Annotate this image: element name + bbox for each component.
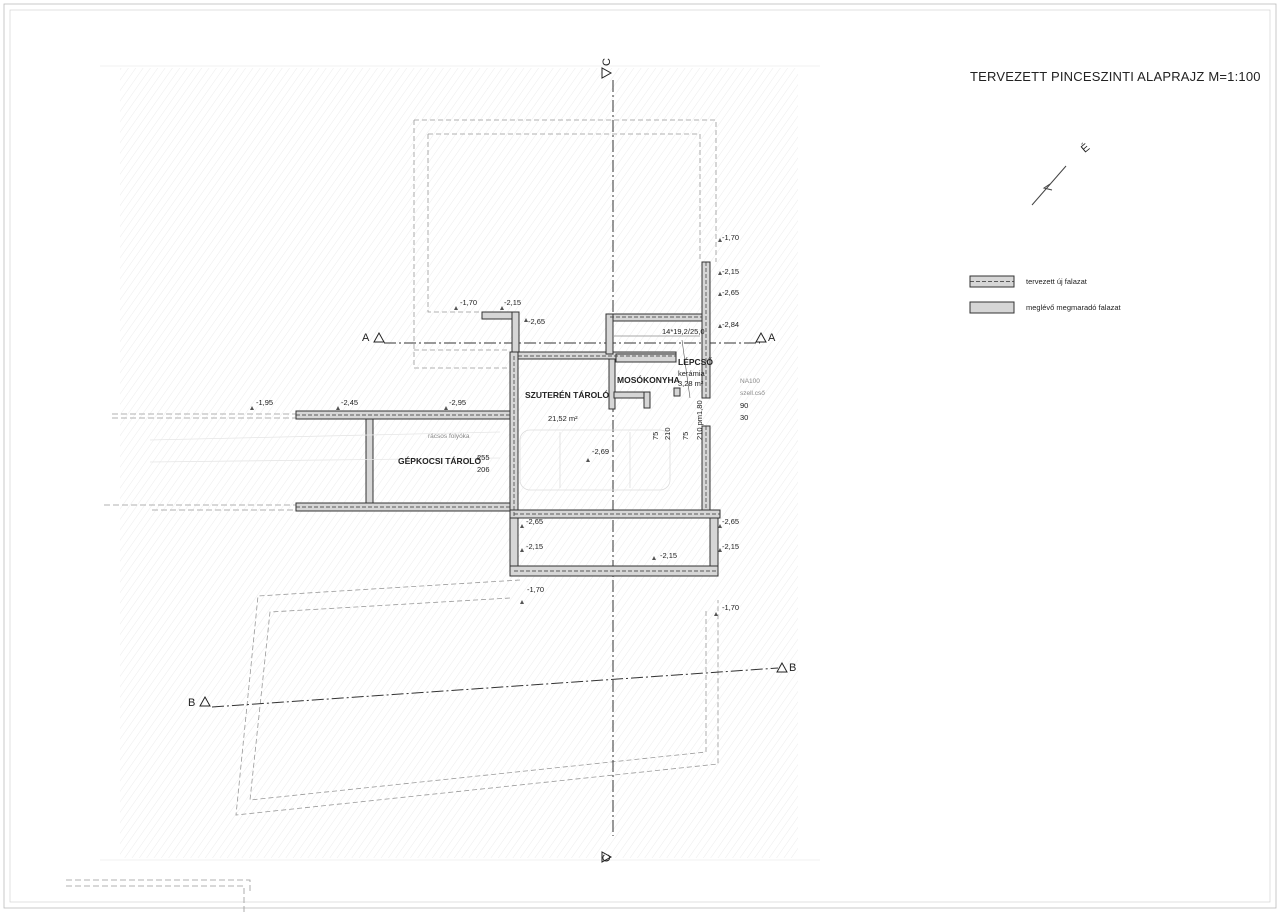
level-mark: -2,65 [722,517,739,526]
wall-upper-stub-vert [511,311,520,353]
drawing-title: TERVEZETT PINCESZINTI ALAPRAJZ M=1:100 [970,69,1261,84]
level-mark: -1,70 [722,603,739,612]
section-line-b [211,667,779,708]
level-mark: -2,65 [526,517,543,526]
stair-treads [614,335,700,399]
room-material-lepcso: kerámia [678,369,706,378]
level-mark: -2,15 [526,542,543,551]
wall-stair-stub [673,387,681,397]
level-mark: -1,70 [722,233,739,242]
wall-laundry-top [615,353,677,363]
vent-dim1: 90 [740,401,748,410]
door2-height-pm: 210 pm1,80 [695,400,704,440]
wall-lower-right [709,517,719,569]
garage-door-width: 255 [477,453,490,462]
level-mark: -2,15 [660,551,677,560]
existing-outline-lower [235,579,719,816]
site-hatch-area [120,68,798,858]
section-label-a-right: A [768,332,776,344]
level-mark: -2,65 [528,317,545,326]
car-outline [519,429,671,491]
level-mark: -1,70 [527,585,544,594]
level-mark: -2,69 [592,447,609,456]
existing-outline-upper [413,119,717,369]
legend-label-new: tervezett új falazat [1026,277,1088,286]
wall-stair-top [605,313,703,322]
level-mark: -1,95 [256,398,273,407]
wall-laundry-stub [643,391,651,409]
wall-garage-divider [365,418,374,504]
garage-door-height: 206 [477,465,490,474]
section-label-a-left: A [362,332,370,344]
legend-swatch-existing [969,301,1015,314]
vent-dim2: 30 [740,413,748,422]
door2-width: 75 [681,432,690,440]
section-b-right-marker [776,661,788,673]
garage-drain-note: rácsos folyóka [428,433,470,440]
stair-steps: 14*19,2/25,0 [662,327,705,336]
sheet-border-outer [3,3,1277,909]
wall-stair-left [605,313,614,355]
room-area-lepcso: 3,28 m² [678,379,704,388]
door1-height: 210 [663,427,672,440]
sheet-border-inner [9,9,1271,903]
level-mark: -2,84 [722,320,739,329]
north-arrow: É [1031,141,1092,206]
section-label-b-right: B [789,662,796,674]
level-mark: -1,70 [460,298,477,307]
room-area-szuteren: 21,52 m² [548,414,578,423]
vent-name: NA100 [740,378,760,385]
room-name-lepcso: LÉPCSŐ [678,356,713,367]
level-mark: -2,15 [504,298,521,307]
level-mark: -2,45 [341,398,358,407]
section-label-c-bottom: C [601,854,613,862]
level-mark: -2,15 [722,267,739,276]
level-mark: -2,65 [722,288,739,297]
wall-lower-left [509,517,519,569]
room-name-gepkocsi: GÉPKOCSI TÁROLÓ [398,455,482,466]
section-b-left-marker [199,695,211,707]
level-mark: -2,15 [722,542,739,551]
driveway-lines [66,413,300,912]
level-mark: -2,95 [449,398,466,407]
vent-sub: szell.cső [740,390,765,397]
north-symbol: É [1078,141,1092,156]
room-name-szuteren: SZUTERÉN TÁROLÓ [525,389,609,400]
section-a-left-marker [373,331,385,343]
section-c-top-marker [601,67,613,79]
section-label-b-left: B [188,697,195,709]
legend: tervezett új falazat meglévő megmaradó f… [969,275,1122,314]
section-c-bottom-marker [601,851,613,863]
room-name-moso: MOSÓKONYHA [617,374,680,385]
legend-label-existing: meglévő megmaradó falazat [1026,303,1122,312]
section-label-c-top: C [601,58,613,66]
wall-laundry-left [608,358,616,410]
door1-width: 75 [651,432,660,440]
section-a-right-marker [755,331,767,343]
